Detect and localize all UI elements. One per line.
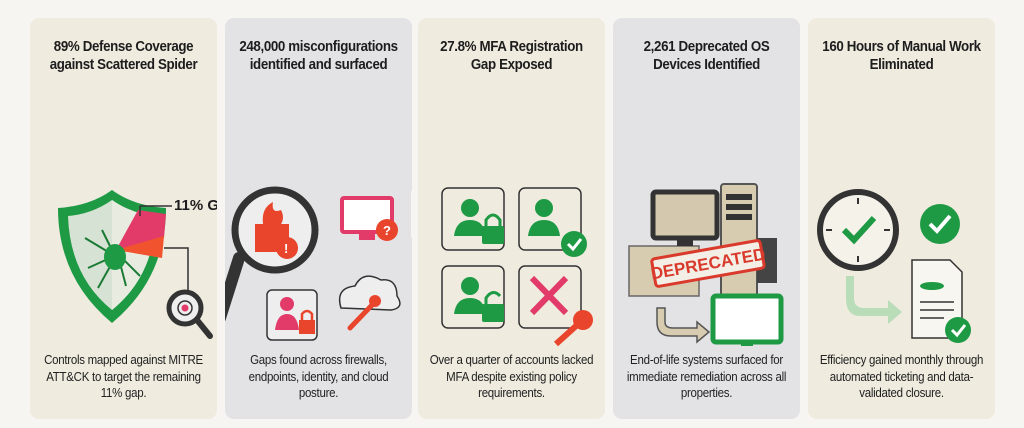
new-monitor-icon — [710, 293, 784, 346]
panel-title: 160 Hours of Manual Work Eliminated — [822, 39, 981, 73]
check-circle-icon — [920, 204, 960, 244]
deprecated-illustration: DEPRECATED — [628, 183, 784, 346]
arrow-icon — [846, 276, 902, 324]
panel-description: Controls mapped against MITRE ATT&CK to … — [44, 353, 203, 400]
x-key-icon — [518, 265, 593, 347]
user-locked-icon — [441, 187, 505, 251]
panel-title: 2,261 Deprecated OS Devices Identified — [643, 39, 770, 73]
panel-deprecated-os: 2,261 Deprecated OS Devices Identified D… — [613, 18, 800, 419]
deprecated-stamp: DEPRECATED — [649, 239, 767, 288]
gap-label: 11% Gap — [174, 197, 217, 214]
magnifier-target-icon — [166, 289, 213, 339]
panel-title: 248,000 misconfigurations identified and… — [239, 39, 398, 73]
panel-description: Gaps found across firewalls, endpoints, … — [248, 353, 389, 400]
user-unlocked-icon — [441, 265, 505, 329]
svg-text:!: ! — [284, 241, 288, 256]
arrow-icon — [656, 307, 711, 344]
panel-manual-work: 160 Hours of Manual Work Eliminated Effi… — [808, 18, 995, 419]
shield-spider-illustration: 11% Gap — [58, 190, 217, 339]
panel-description: Efficiency gained monthly through automa… — [819, 353, 984, 400]
panel-description: End-of-life systems surfaced for immedia… — [626, 353, 787, 400]
magnifier-firewall-icon: ! — [225, 186, 319, 322]
panel-mfa-gap: 27.8% MFA Registration Gap Exposed Over — [418, 18, 605, 419]
efficiency-illustration — [817, 189, 971, 343]
document-check-icon — [911, 259, 971, 343]
panel-title: 27.8% MFA Registration Gap Exposed — [440, 39, 583, 73]
cloud-wrench-icon — [338, 275, 401, 331]
svg-text:?: ? — [383, 223, 391, 238]
monitor-question-icon: ? — [340, 196, 398, 241]
spider-body — [104, 244, 126, 270]
panel-title: 89% Defense Coverage against Scattered S… — [49, 39, 198, 73]
panel-description: Over a quarter of accounts lacked MFA de… — [429, 353, 594, 400]
user-verified-icon — [518, 187, 587, 257]
misconfiguration-illustration: ! ? — [225, 186, 401, 341]
user-lock-icon — [266, 289, 318, 341]
clock-check-icon — [817, 189, 899, 271]
panel-defense-coverage: 89% Defense Coverage against Scattered S… — [30, 18, 217, 419]
mfa-illustration — [441, 187, 593, 347]
panel-misconfigurations: 248,000 misconfigurations identified and… — [225, 18, 412, 419]
